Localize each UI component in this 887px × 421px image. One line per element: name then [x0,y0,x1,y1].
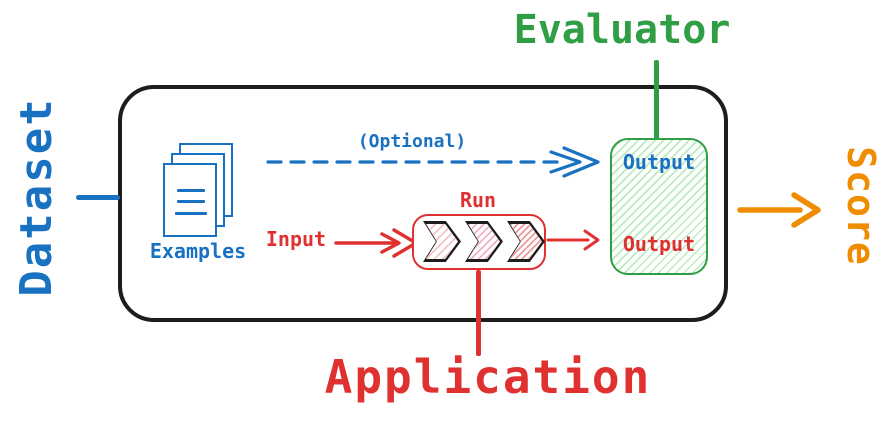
dataset-connector-line [76,195,120,200]
application-connector-line [476,270,481,356]
application-label: Application [324,350,652,404]
dashed-arrow-right-icon [266,146,602,178]
run-box [412,214,546,270]
arrow-right-icon [736,188,824,232]
pipeline-box [118,85,728,322]
examples-label: Examples [149,239,247,263]
stacked-documents-icon [163,163,217,237]
evaluator-output-box [610,138,708,275]
evaluator-label: Evaluator [513,7,731,53]
chevron-step-icon [465,221,503,262]
arrow-right-icon [546,225,602,255]
evaluator-connector-line [654,60,659,140]
arrow-right-icon [334,228,420,258]
document-text-line [177,200,205,203]
input-label: Input [265,227,327,251]
document-text-line [177,189,205,192]
score-label: Score [839,146,883,266]
run-label: Run [459,188,497,212]
optional-label: (Optional) [357,131,467,152]
run-output-label: Output [622,232,696,256]
reference-output-label: Output [622,150,696,174]
chevron-step-icon [507,221,545,262]
dataset-label: Dataset [11,97,62,297]
chevron-step-icon [423,221,461,262]
document-text-line [175,212,207,215]
